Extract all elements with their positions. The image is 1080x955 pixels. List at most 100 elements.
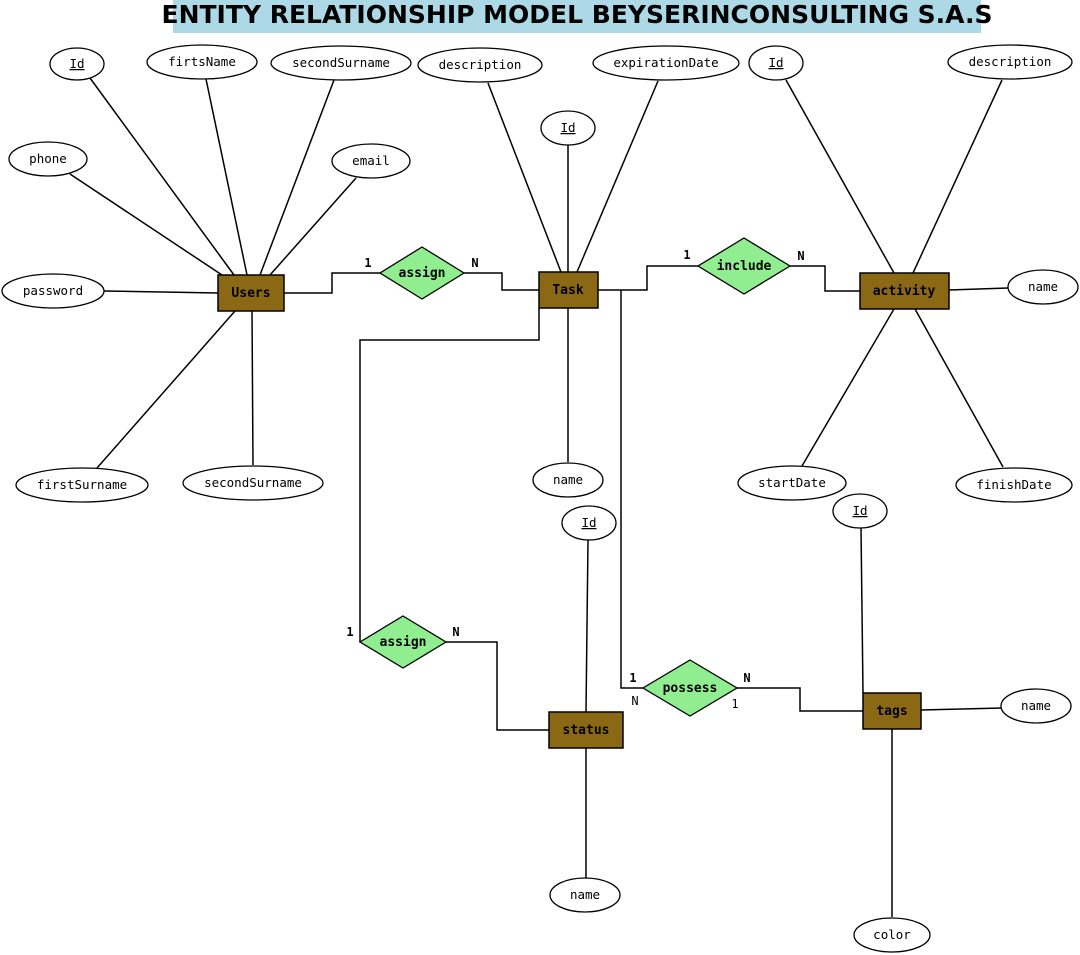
relationship-task-status-assign: assign [358,615,448,669]
link-assign-task [464,272,539,291]
entity-status: status [548,711,624,749]
attributes-users: Id firtsName secondSurname phone email p… [1,44,412,503]
attribute-label: firstSurname [37,477,127,492]
entity-label: status [563,723,610,738]
link-activity-description [912,79,1003,274]
attribute-ellipse [146,44,258,80]
attribute-ellipse [8,141,88,177]
attribute-label: name [553,472,583,487]
attribute-label: Id [69,56,84,71]
attribute-ellipse [49,47,105,81]
attributes-activity: Id description name startDate finishDate [737,44,1079,503]
attribute-users-firstsurname: firstSurname [15,467,149,503]
attribute-label: name [570,887,600,902]
attribute-ellipse [15,467,149,503]
entity-box [217,274,285,312]
relationship-label: assign [380,635,427,650]
cardinality-label: N [471,256,478,270]
attribute-task-expirationdate: expirationDate [592,45,740,81]
title-background [173,0,981,33]
attribute-label: email [352,153,390,168]
relationship-label: possess [663,681,718,696]
attribute-ellipse [592,45,740,81]
entities: Users Task activity status tags [217,271,950,749]
entity-users: Users [217,274,285,312]
entity-label: Task [552,283,583,298]
attribute-tags-name: name [1000,688,1072,724]
attribute-activity-description: description [947,44,1073,80]
attribute-label: expirationDate [613,55,718,70]
cardinality-label: 1 [731,697,738,711]
attribute-label: Id [560,120,575,135]
attribute-ellipse [549,877,621,913]
attribute-ellipse [1,273,105,309]
attribute-label: description [439,57,522,72]
attribute-label: description [969,54,1052,69]
cardinality-label: 1 [629,671,636,685]
cardinality-label: N [631,694,638,708]
link-assign-status [446,641,550,731]
attribute-users-secondsurname-bottom: secondSurname [182,465,324,501]
link-users-phone [69,173,223,276]
entity-box [548,711,624,749]
attribute-users-password: password [1,273,105,309]
attribute-ellipse [1000,688,1072,724]
attribute-ellipse [270,45,412,81]
link-status-id [585,539,589,713]
connector-lines [69,77,1009,917]
attribute-label: Id [768,55,783,70]
cardinality-label: N [452,625,459,639]
attribute-label: name [1021,698,1051,713]
entity-task: Task [538,271,599,309]
attribute-label: color [873,927,911,942]
diagram-title: ENTITY RELATIONSHIP MODEL BEYSERINCONSUL… [162,0,993,33]
attribute-activity-name: name [1007,269,1079,305]
attribute-users-phone: phone [8,141,88,177]
link-users-password [103,290,219,294]
relationship-label: assign [399,266,446,281]
attribute-status-id: Id [561,505,617,541]
link-users-id [89,77,235,276]
attribute-ellipse [331,143,411,179]
link-task-include [598,265,699,291]
attribute-activity-startdate: startDate [737,465,847,501]
entity-label: tags [876,704,907,719]
link-task-expirationdate [576,80,659,273]
link-tags-name [920,707,1003,711]
entity-label: Users [231,286,270,301]
attribute-ellipse [182,465,324,501]
link-users-email [269,177,357,276]
attribute-users-firtsname: firtsName [146,44,258,80]
relationship-diamond [358,615,448,669]
attributes-status: Id name [549,505,621,913]
attribute-label: Id [581,515,596,530]
attribute-ellipse [955,467,1073,503]
attribute-activity-finishdate: finishDate [955,467,1073,503]
relationship-label: include [717,259,772,274]
cardinality-label: N [743,671,750,685]
attribute-ellipse [540,110,596,146]
link-activity-name [948,287,1009,291]
link-include-activity [790,265,860,292]
attribute-users-secondsurname-top: secondSurname [270,45,412,81]
attribute-ellipse [947,44,1073,80]
attribute-users-id: Id [49,47,105,81]
attribute-ellipse [832,493,888,529]
link-users-secondsurname-top [259,79,335,276]
attribute-label: finishDate [976,477,1051,492]
cardinality-label: 1 [346,625,353,639]
link-users-assign [284,272,380,294]
attribute-label: Id [852,503,867,518]
attribute-tags-color: color [853,917,931,953]
attribute-label: name [1028,279,1058,294]
entity-tags: tags [862,692,922,730]
attribute-tags-id: Id [832,493,888,529]
link-activity-finishdate [914,308,1004,468]
attributes-tags: Id name color [832,493,1072,953]
entity-box [859,272,950,310]
relationship-users-task-assign: assign [378,246,466,300]
entity-activity: activity [859,272,950,310]
attribute-label: firtsName [168,54,236,69]
relationship-diamond [641,659,739,717]
link-task-possess [620,290,644,689]
